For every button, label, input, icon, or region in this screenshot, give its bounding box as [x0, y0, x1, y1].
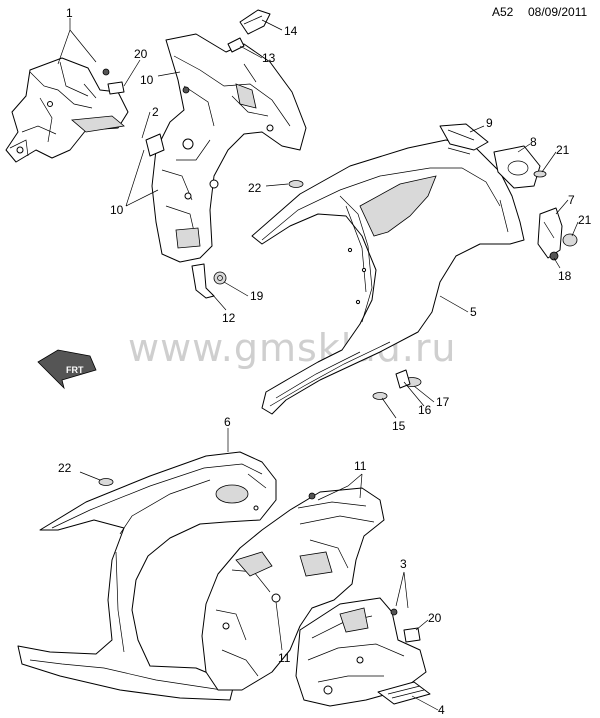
part-7-fuel-door[interactable]: [537, 207, 563, 259]
part-12-bracket-lower[interactable]: [191, 263, 215, 299]
part-19-grommet[interactable]: [213, 271, 227, 285]
part-2-bracket[interactable]: [145, 133, 165, 157]
callout-2: 2: [152, 105, 159, 119]
callout-10: 10: [140, 73, 154, 87]
callout-labels: 1 20 10 2 10 14 13 22 9 8 21 7 21 18 5 1…: [58, 6, 592, 717]
part-13-clip[interactable]: [227, 37, 245, 53]
part-21-clip-upper[interactable]: [533, 170, 547, 178]
page-code: A52: [492, 5, 514, 19]
callout-11: 11: [278, 651, 291, 665]
callout-6: 6: [224, 415, 231, 429]
callout-13: 13: [262, 51, 276, 65]
part-9-corner-reinforcement[interactable]: [439, 123, 489, 151]
part-20-fastener-top[interactable]: [102, 68, 125, 95]
callout-9: 9: [486, 116, 493, 130]
callout-19: 19: [250, 289, 264, 303]
leader-lines: [57, 18, 579, 711]
callout-20: 20: [428, 611, 442, 625]
callout-4: 4: [438, 703, 445, 717]
front-arrow-label: FRT: [66, 365, 84, 375]
part-20-fastener-bottom[interactable]: [403, 627, 421, 643]
part-16-retainer[interactable]: [395, 369, 411, 389]
part-22-plug-bottom[interactable]: [98, 478, 114, 486]
callout-10: 10: [110, 203, 124, 217]
callout-17: 17: [436, 395, 450, 409]
part-8-fuel-door-housing[interactable]: [493, 145, 541, 189]
callout-1: 1: [66, 6, 73, 20]
part-11-wheelhouse-assembly[interactable]: [201, 487, 385, 691]
part-18-grommet[interactable]: [549, 251, 559, 261]
callout-14: 14: [284, 24, 298, 38]
callout-22: 22: [58, 461, 72, 475]
part-10-quarter-inner-panel[interactable]: [151, 33, 307, 263]
part-22-plug-top[interactable]: [288, 180, 304, 188]
front-direction-arrow: FRT: [37, 349, 97, 390]
part-6-side-frame-outer[interactable]: [17, 451, 277, 701]
callout-5: 5: [470, 305, 477, 319]
page-date: 08/09/2011: [528, 5, 588, 19]
callout-11: 11: [354, 459, 367, 473]
part-14-latch[interactable]: [239, 9, 271, 35]
part-3-fastener[interactable]: [390, 608, 398, 616]
callout-21: 21: [578, 213, 592, 227]
callout-16: 16: [418, 403, 432, 417]
callout-21: 21: [556, 143, 570, 157]
callout-22: 22: [248, 181, 262, 195]
callout-3: 3: [400, 557, 407, 571]
callout-15: 15: [392, 419, 406, 433]
part-5-quarter-outer-panel[interactable]: [251, 139, 525, 415]
part-15-plug[interactable]: [372, 392, 388, 400]
callout-12: 12: [222, 311, 236, 325]
part-4-sill-reinforcement[interactable]: [377, 681, 431, 705]
callout-7: 7: [568, 193, 575, 207]
callout-8: 8: [530, 135, 537, 149]
part-1-inner-panel[interactable]: [5, 57, 129, 163]
part-21-clip-lower[interactable]: [562, 233, 578, 247]
callout-18: 18: [558, 269, 572, 283]
callout-20: 20: [134, 47, 148, 61]
part-3-inner-rear-section[interactable]: [295, 597, 427, 707]
